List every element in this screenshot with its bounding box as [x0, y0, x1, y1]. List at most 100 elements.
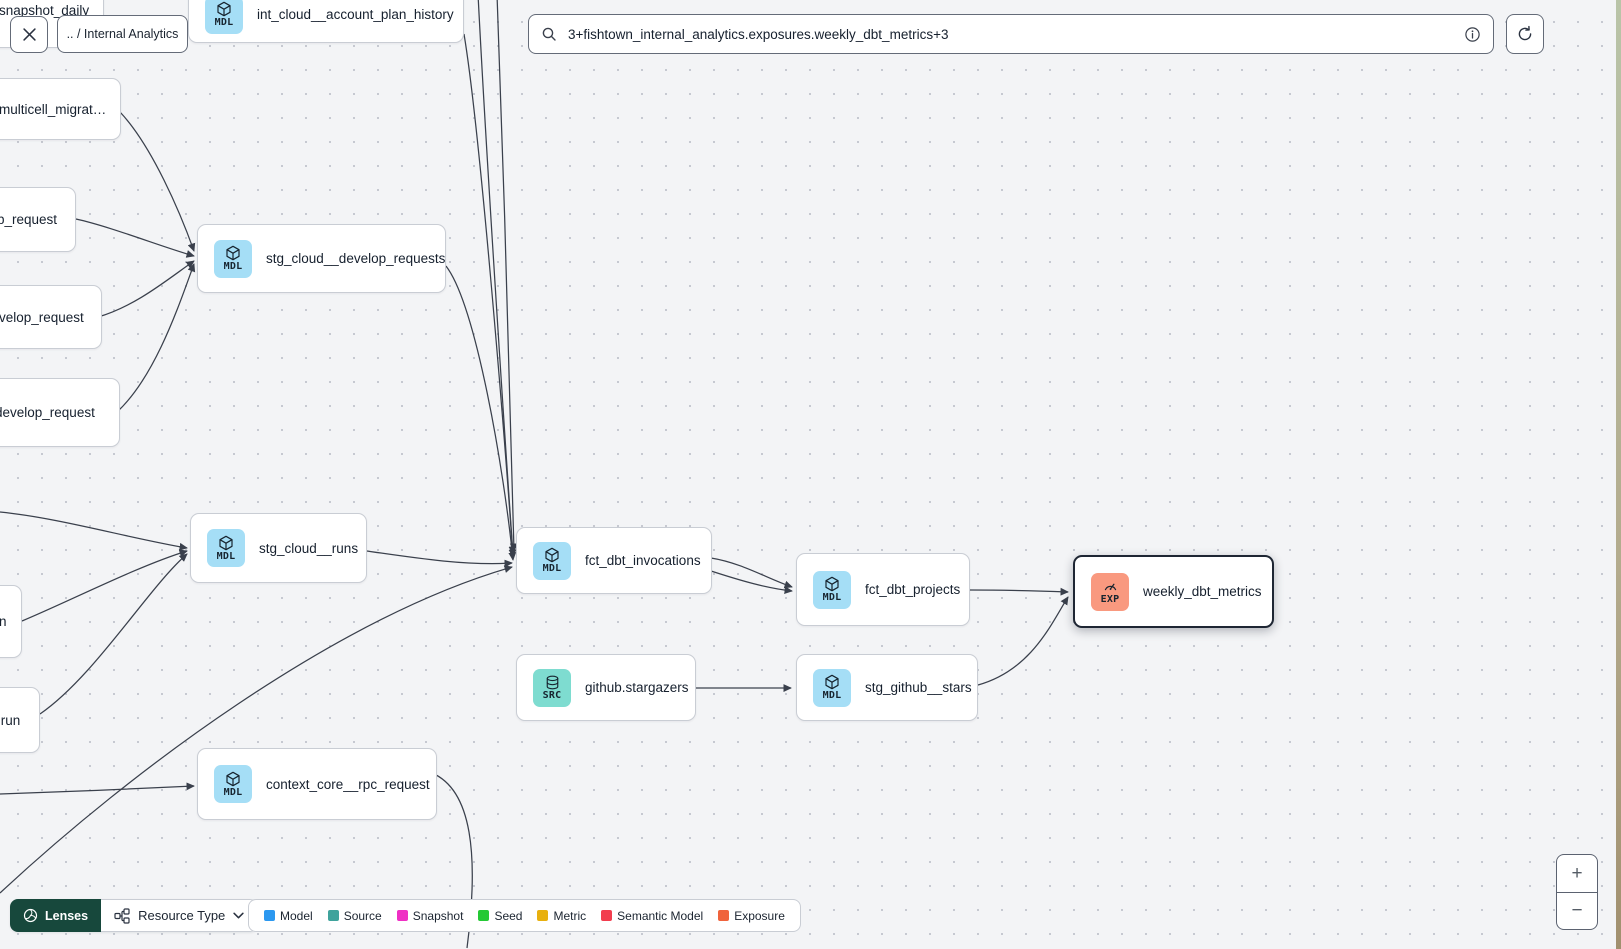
node-badge-mdl: MDL [205, 0, 243, 34]
search-input[interactable] [566, 25, 1455, 43]
node-label: snapshot_daily [0, 2, 90, 18]
legend-item-exposure: Exposure [718, 909, 785, 923]
badge-label: MDL [216, 550, 236, 562]
badge-label: MDL [214, 17, 234, 28]
node-label: context_core__rpc_request [266, 776, 430, 792]
zoom-control: + − [1556, 854, 1598, 930]
node-badge-mdl: MDL [214, 239, 252, 278]
legend-swatch [537, 910, 549, 921]
legend-swatch [264, 910, 275, 921]
graph-node-develop-request[interactable]: develop_request [0, 378, 120, 447]
lineage-edge [366, 550, 513, 568]
gauge-icon [1104, 583, 1116, 590]
resource-type-dropdown[interactable]: Resource Type [101, 899, 259, 932]
cube-icon [226, 245, 240, 261]
lineage-edge [969, 587, 1069, 596]
lens-controls: Lenses Resource Type [10, 899, 259, 932]
graph-node-n-node[interactable]: n [0, 585, 22, 658]
graph-node-p-request[interactable]: p_request [0, 187, 76, 252]
legend-item-source: Source [327, 908, 382, 923]
legend-label: Model [280, 908, 313, 923]
lineage-edge [97, 260, 195, 318]
node-label: fct_dbt_projects [865, 582, 961, 597]
cube-icon [226, 771, 240, 786]
legend-label: Metric [553, 908, 587, 923]
lineage-edge [119, 111, 196, 252]
lenses-label: Lenses [45, 908, 89, 923]
node-badge-mdl: MDL [813, 668, 851, 707]
legend-item-model: Model [264, 909, 313, 923]
info-icon[interactable] [1464, 26, 1481, 43]
graph-node-fct-dbt-invocations[interactable]: MDL fct_dbt_invocations [516, 527, 712, 594]
breadcrumb-label: .. / Internal Analytics [66, 27, 179, 41]
cube-icon [219, 535, 233, 550]
badge-label: EXP [1100, 593, 1120, 605]
search-icon [542, 27, 556, 41]
node-label: stg_github__stars [865, 680, 972, 695]
node-label: develop_request [0, 405, 95, 420]
legend-swatch [327, 910, 339, 921]
cube-icon [545, 547, 559, 563]
lineage-edge [496, 0, 518, 552]
legend-label: Source [343, 908, 382, 923]
graph-node-weekly-dbt-metrics[interactable]: EXP weekly_dbt_metrics [1073, 555, 1274, 628]
zoom-in-button[interactable]: + [1571, 862, 1583, 884]
node-label: int_cloud__account_plan_history [257, 7, 454, 22]
screen-edge-strip [1616, 0, 1621, 949]
node-badge-exp: EXP [1091, 572, 1129, 611]
legend: Model Source Snapshot Seed Metric Semantic Mo… [248, 899, 801, 932]
lineage-edge [463, 33, 517, 558]
node-label: n [0, 614, 7, 629]
lenses-icon [23, 908, 38, 923]
graph-node-context-core-rpc-request[interactable]: MDL context_core__rpc_request [197, 748, 437, 820]
refresh-button[interactable] [1506, 14, 1544, 54]
lineage-edge [0, 782, 195, 795]
legend-label: Snapshot [412, 908, 464, 923]
lineage-edge [116, 263, 196, 413]
graph-node-int-cloud-account-plan-history[interactable]: MDL int_cloud__account_plan_history [188, 0, 464, 43]
graph-node-multicell-migrat[interactable]: multicell_migrat… [0, 78, 121, 140]
legend-label: Semantic Model [617, 908, 704, 923]
search-bar[interactable] [528, 14, 1494, 54]
close-button[interactable] [10, 16, 48, 53]
legend-swatch [396, 910, 408, 921]
database-icon [546, 675, 558, 689]
graph-node-stg-github-stars[interactable]: MDL stg_github__stars [796, 654, 978, 721]
cube-icon [825, 576, 839, 592]
legend-swatch [718, 910, 730, 921]
node-badge-mdl: MDL [207, 529, 245, 567]
lineage-edge [710, 570, 793, 595]
legend-item-snapshot: Snapshot [396, 908, 464, 923]
cube-icon [825, 674, 839, 690]
legend-item-semantic-model: Semantic Model [601, 909, 703, 923]
node-badge-mdl: MDL [533, 541, 571, 580]
node-badge-mdl: MDL [214, 765, 252, 803]
node-label: weekly_dbt_metrics [1143, 584, 1262, 599]
resource-type-label: Resource Type [138, 908, 226, 923]
lineage-edge [39, 553, 188, 715]
legend-swatch [478, 910, 490, 921]
badge-label: MDL [223, 261, 243, 272]
graph-node-velop-request[interactable]: velop_request [0, 285, 102, 349]
lineage-edge [0, 511, 188, 551]
breadcrumb[interactable]: .. / Internal Analytics [57, 15, 188, 53]
legend-label: Seed [494, 908, 523, 923]
graph-node-run-node[interactable]: .run [0, 687, 40, 753]
node-label: p_request [0, 212, 58, 227]
node-label: stg_cloud__runs [259, 540, 359, 556]
zoom-out-button[interactable]: − [1557, 892, 1597, 929]
lenses-button[interactable]: Lenses [10, 899, 102, 932]
close-icon [22, 28, 36, 41]
badge-label: MDL [822, 690, 842, 701]
badge-label: MDL [542, 563, 562, 574]
node-label: .run [0, 712, 21, 728]
chevron-down-icon [233, 912, 244, 919]
node-label: github.stargazers [585, 680, 689, 695]
node-label: fct_dbt_invocations [585, 553, 701, 568]
graph-node-stg-cloud-runs[interactable]: MDL stg_cloud__runs [190, 513, 367, 583]
